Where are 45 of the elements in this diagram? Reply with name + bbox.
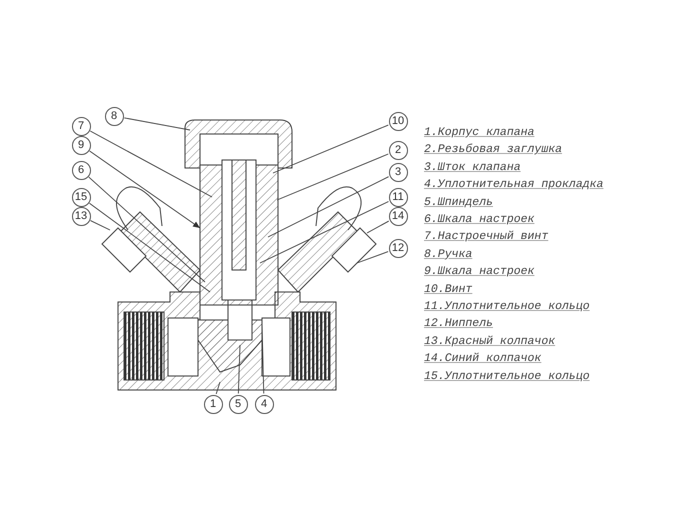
callout-number: 15: [72, 188, 90, 206]
legend-text: 9.Шкала настроек: [424, 265, 534, 278]
leader-line: [90, 220, 110, 230]
legend-text: 1.Корпус клапана: [424, 126, 534, 139]
legend-text: 13.Красный колпачок: [424, 334, 556, 348]
leader-line: [276, 154, 389, 200]
legend-text: 2.Резьбовая заглушка: [424, 143, 562, 156]
leader-line: [356, 251, 389, 264]
callout-number: 2: [388, 140, 408, 160]
leader-line: [124, 117, 190, 130]
leader-line: [260, 201, 389, 264]
legend-text: 5.Шпиндель: [424, 196, 494, 209]
callout-number: 8: [104, 106, 124, 126]
leader-line: [88, 176, 206, 282]
leader-line: [272, 124, 389, 174]
leader-line: [262, 322, 264, 394]
legend-text: 11.Уплотнительное кольцо: [424, 300, 590, 313]
legend-text: 7.Настроечный винт: [424, 230, 548, 244]
callout-number: 13: [72, 206, 90, 226]
callout-number: 14: [388, 206, 408, 226]
callout-number: 11: [388, 188, 408, 206]
legend-text: 10.Винт: [424, 282, 472, 296]
legend-text: 12.Ниппель: [424, 317, 494, 330]
callout-number: 12: [388, 238, 408, 258]
legend-text: 8.Ручка: [424, 248, 472, 261]
callout-number: 9: [72, 136, 90, 154]
callout-number: 5: [228, 394, 248, 414]
callout-number: 3: [388, 162, 408, 182]
legend-text: 4.Уплотнительная прокладка: [424, 178, 604, 192]
leader-line: [90, 130, 212, 198]
callout-number: 1: [204, 394, 222, 414]
leader-line: [238, 344, 240, 394]
leader-line: [366, 220, 390, 234]
legend-text: 6.Шкала настроек: [424, 213, 534, 226]
callout-number: 4: [254, 394, 274, 414]
leader-line: [268, 176, 390, 238]
callout-number: 7: [72, 116, 90, 136]
callout-number: 10: [388, 112, 408, 130]
legend-text: 3.Шток клапана: [424, 160, 521, 174]
leader-line: [89, 202, 210, 292]
legend-text: 15.Уплотнительное кольцо: [424, 370, 590, 383]
legend-text: 14.Синий колпачок: [424, 352, 542, 366]
leader-line: [89, 150, 200, 228]
leader-line: [216, 382, 220, 394]
callout-number: 6: [72, 160, 90, 180]
